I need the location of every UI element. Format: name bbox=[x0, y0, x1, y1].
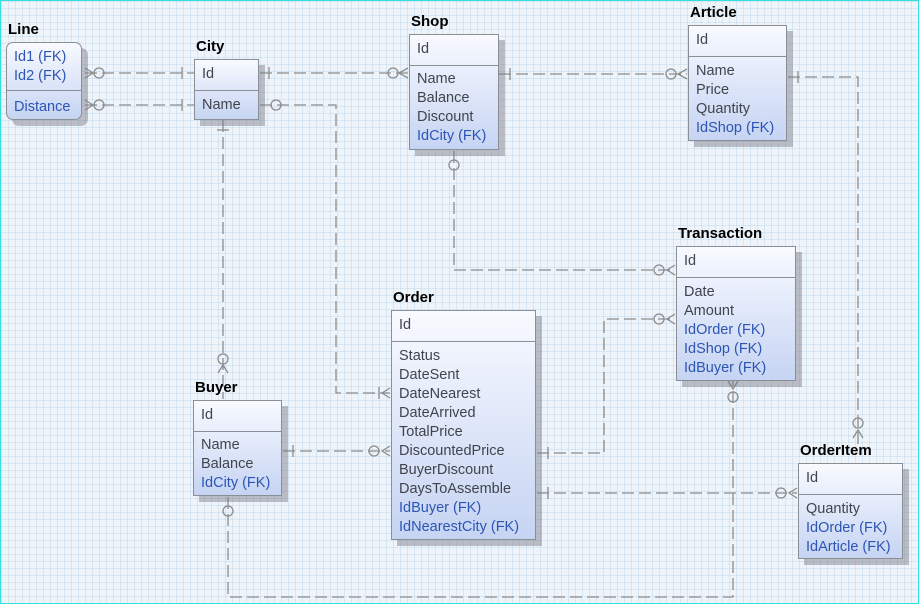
entity-order-field: TotalPrice bbox=[399, 424, 463, 440]
entity-article-attr-section: Name Price Quantity IdShop (FK) bbox=[689, 62, 786, 138]
order-transaction-ends bbox=[547, 313, 676, 459]
city-order-ends bbox=[270, 99, 391, 399]
entity-shop-field: Discount bbox=[417, 109, 474, 125]
relation-article-orderitem bbox=[788, 76, 859, 446]
entity-line-attr-section: Distance bbox=[7, 98, 81, 117]
article-orderitem-ends bbox=[797, 71, 864, 439]
entity-article-box: Id Name Price Quantity IdShop (FK) bbox=[688, 25, 787, 141]
entity-transaction[interactable]: Transaction Id Date Amount IdOrder (FK) … bbox=[676, 225, 796, 381]
entity-shop-box: Id Name Balance Discount IdCity (FK) bbox=[409, 34, 499, 150]
shop-article-ends bbox=[509, 68, 688, 80]
entity-shop-key-section: Id bbox=[410, 35, 498, 66]
entity-article-field: Id bbox=[696, 32, 709, 48]
entity-transaction-field: Id bbox=[684, 253, 697, 269]
entity-buyer-key-section: Id bbox=[194, 401, 281, 432]
relation-city-order bbox=[260, 104, 390, 394]
entity-transaction-attr-section: Date Amount IdOrder (FK) IdShop (FK) IdB… bbox=[677, 283, 795, 378]
entity-buyer-box: Id Name Balance IdCity (FK) bbox=[193, 400, 282, 496]
entity-order-key-section: Id bbox=[392, 311, 535, 342]
entity-line[interactable]: Line Id1 (FK) Id2 (FK) Distance bbox=[6, 21, 82, 120]
entity-transaction-box: Id Date Amount IdOrder (FK) IdShop (FK) … bbox=[676, 246, 796, 381]
shop-transaction-ends bbox=[448, 159, 676, 276]
entity-orderitem-field: Id bbox=[806, 470, 819, 486]
entity-orderitem[interactable]: OrderItem Id Quantity IdOrder (FK) IdArt… bbox=[798, 442, 903, 559]
entity-transaction-field: IdBuyer (FK) bbox=[684, 360, 767, 376]
entity-shop-attr-section: Name Balance Discount IdCity (FK) bbox=[410, 70, 498, 146]
entity-shop[interactable]: Shop Id Name Balance Discount IdCity (FK… bbox=[409, 13, 499, 150]
entity-article-field: IdShop (FK) bbox=[696, 120, 775, 136]
entity-order-box: Id Status DateSent DateNearest DateArriv… bbox=[391, 310, 536, 540]
entity-shop-field: Name bbox=[417, 71, 456, 87]
entity-city-field: Id bbox=[202, 66, 215, 82]
entity-line-key-section: Id1 (FK) Id2 (FK) bbox=[7, 48, 81, 91]
entity-transaction-field: Date bbox=[684, 284, 715, 300]
entity-shop-field: IdCity (FK) bbox=[417, 128, 487, 144]
entity-buyer-title: Buyer bbox=[195, 379, 238, 396]
entity-city-key-section: Id bbox=[195, 60, 258, 91]
entity-buyer-field: Balance bbox=[201, 456, 254, 472]
entity-order-attr-section: Status DateSent DateNearest DateArrived … bbox=[392, 347, 535, 537]
entity-article-field: Name bbox=[696, 63, 735, 79]
entity-article-title: Article bbox=[690, 4, 737, 21]
entity-orderitem-field: Quantity bbox=[806, 501, 860, 517]
entity-article[interactable]: Article Id Name Price Quantity IdShop (F… bbox=[688, 4, 787, 141]
relation-order-transaction bbox=[537, 318, 675, 454]
line-city-id2-ends bbox=[84, 99, 183, 111]
order-orderitem-ends bbox=[547, 487, 798, 499]
entity-order-field: DiscountedPrice bbox=[399, 443, 505, 459]
entity-transaction-field: Amount bbox=[684, 303, 734, 319]
entity-order-title: Order bbox=[393, 289, 434, 306]
entity-buyer[interactable]: Buyer Id Name Balance IdCity (FK) bbox=[193, 379, 282, 496]
entity-transaction-title: Transaction bbox=[678, 225, 763, 242]
entity-order-field: DateArrived bbox=[399, 405, 476, 421]
entity-transaction-field: IdOrder (FK) bbox=[684, 322, 766, 338]
entity-city-attr-section: Name bbox=[195, 96, 258, 115]
entity-order-field: DaysToAssemble bbox=[399, 481, 512, 497]
entity-city[interactable]: City Id Name bbox=[194, 38, 259, 120]
entity-order-field: Status bbox=[399, 348, 441, 364]
entity-city-title: City bbox=[196, 38, 225, 55]
entity-city-field: Name bbox=[202, 97, 241, 113]
entity-order-field: DateNearest bbox=[399, 386, 481, 402]
entity-buyer-attr-section: Name Balance IdCity (FK) bbox=[194, 436, 281, 493]
entity-shop-field: Id bbox=[417, 41, 430, 57]
entity-order[interactable]: Order Id Status DateSent DateNearest Dat… bbox=[391, 289, 536, 540]
entity-line-box: Id1 (FK) Id2 (FK) Distance bbox=[6, 42, 82, 120]
entity-line-title: Line bbox=[8, 21, 39, 38]
entity-order-field: IdBuyer (FK) bbox=[399, 500, 482, 516]
entity-line-field: Distance bbox=[14, 99, 71, 115]
entity-order-field: Id bbox=[399, 317, 412, 333]
entity-article-field: Quantity bbox=[696, 101, 750, 117]
entity-transaction-field: IdShop (FK) bbox=[684, 341, 763, 357]
entity-orderitem-key-section: Id bbox=[799, 464, 902, 495]
city-buyer-ends bbox=[217, 129, 229, 374]
entity-line-field: Id2 (FK) bbox=[14, 68, 67, 84]
entity-order-field: IdNearestCity (FK) bbox=[399, 519, 520, 535]
entity-article-field: Price bbox=[696, 82, 730, 98]
entity-buyer-field: IdCity (FK) bbox=[201, 475, 271, 491]
line-city-id1-ends bbox=[84, 67, 183, 79]
entity-orderitem-box: Id Quantity IdOrder (FK) IdArticle (FK) bbox=[798, 463, 903, 559]
entity-transaction-key-section: Id bbox=[677, 247, 795, 278]
entity-orderitem-field: IdOrder (FK) bbox=[806, 520, 888, 536]
entity-line-field: Id1 (FK) bbox=[14, 49, 67, 65]
buyer-transaction-ends bbox=[222, 380, 739, 517]
entity-buyer-field: Name bbox=[201, 437, 240, 453]
entity-orderitem-field: IdArticle (FK) bbox=[806, 539, 891, 555]
entity-orderitem-title: OrderItem bbox=[800, 442, 872, 459]
city-shop-ends bbox=[268, 67, 409, 79]
entity-order-field: DateSent bbox=[399, 367, 460, 383]
entity-buyer-field: Id bbox=[201, 407, 214, 423]
entity-orderitem-attr-section: Quantity IdOrder (FK) IdArticle (FK) bbox=[799, 500, 902, 557]
buyer-order-ends bbox=[292, 445, 391, 457]
entity-shop-field: Balance bbox=[417, 90, 470, 106]
entity-shop-title: Shop bbox=[411, 13, 449, 30]
entity-article-key-section: Id bbox=[689, 26, 786, 57]
entity-order-field: BuyerDiscount bbox=[399, 462, 494, 478]
entity-city-box: Id Name bbox=[194, 59, 259, 120]
relation-shop-transaction bbox=[453, 151, 675, 271]
